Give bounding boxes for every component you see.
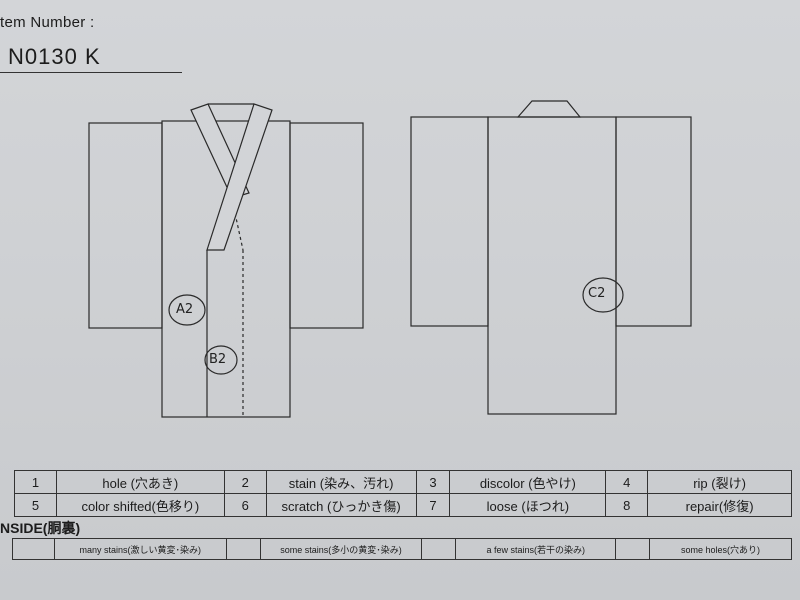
legend-label: discolor (色やけ) <box>449 470 607 494</box>
inside-checkbox-cell[interactable] <box>615 538 651 560</box>
mark-circle-b2 <box>204 345 238 375</box>
legend-number: 1 <box>14 470 57 494</box>
mark-circle-a2 <box>168 294 206 326</box>
inside-lining-title: NSIDE(胴裏) <box>0 520 81 536</box>
legend-number: 3 <box>415 470 451 494</box>
legend-number: 6 <box>223 493 267 517</box>
legend-row: 5 color shifted(色移り) 6 scratch (ひっかき傷) 7… <box>14 493 792 517</box>
legend-number: 4 <box>605 470 649 494</box>
kimono-diagram <box>88 100 692 418</box>
front-left-sleeve <box>88 122 163 329</box>
inside-item-label: many stains(激しい黄変･染み) <box>53 538 227 560</box>
legend-row: 1 hole (穴あき) 2 stain (染み、汚れ) 3 discolor … <box>14 470 792 494</box>
legend-label: scratch (ひっかき傷) <box>265 493 417 517</box>
inside-checkbox-cell[interactable] <box>225 538 261 560</box>
inside-checkbox-cell[interactable] <box>12 538 55 560</box>
legend-label: loose (ほつれ) <box>449 493 607 517</box>
damage-legend-table: 1 hole (穴あき) 2 stain (染み、汚れ) 3 discolor … <box>14 470 792 517</box>
legend-number: 7 <box>415 493 451 517</box>
back-body <box>487 116 617 415</box>
legend-number: 8 <box>605 493 649 517</box>
back-left-sleeve <box>410 116 489 327</box>
damage-mark-c2: C2 <box>588 286 606 301</box>
damage-mark-a2: A2 <box>176 302 194 317</box>
damage-mark-b2: B2 <box>209 352 227 367</box>
legend-number: 5 <box>14 493 57 517</box>
legend-label: stain (染み、汚れ) <box>265 470 417 494</box>
back-collar <box>516 100 582 118</box>
front-right-sleeve <box>289 122 364 329</box>
legend-label: repair(修復) <box>647 493 792 517</box>
inside-row: many stains(激しい黄変･染み) some stains(多小の黄変･… <box>12 538 792 560</box>
collar-band-right <box>206 103 273 251</box>
mark-circle-c2 <box>582 277 624 313</box>
item-number-underline <box>0 72 182 73</box>
inside-item-label: some stains(多小の黄変･染み) <box>259 538 423 560</box>
front-body <box>161 120 291 418</box>
back-right-sleeve <box>615 116 692 327</box>
inside-item-label: a few stains(若干の染み) <box>455 538 617 560</box>
inside-item-label: some holes(穴あり) <box>649 538 792 560</box>
inside-checkbox-cell[interactable] <box>421 538 457 560</box>
item-number-label: tem Number : <box>0 14 95 31</box>
item-number-value: N0130 K <box>8 44 101 69</box>
kimono-back <box>410 100 692 415</box>
inside-lining-table: many stains(激しい黄変･染み) some stains(多小の黄変･… <box>12 538 792 560</box>
legend-label: hole (穴あき) <box>55 470 225 494</box>
legend-label: rip (裂け) <box>647 470 792 494</box>
legend-label: color shifted(色移り) <box>55 493 225 517</box>
kimono-front <box>88 103 364 418</box>
legend-number: 2 <box>223 470 267 494</box>
